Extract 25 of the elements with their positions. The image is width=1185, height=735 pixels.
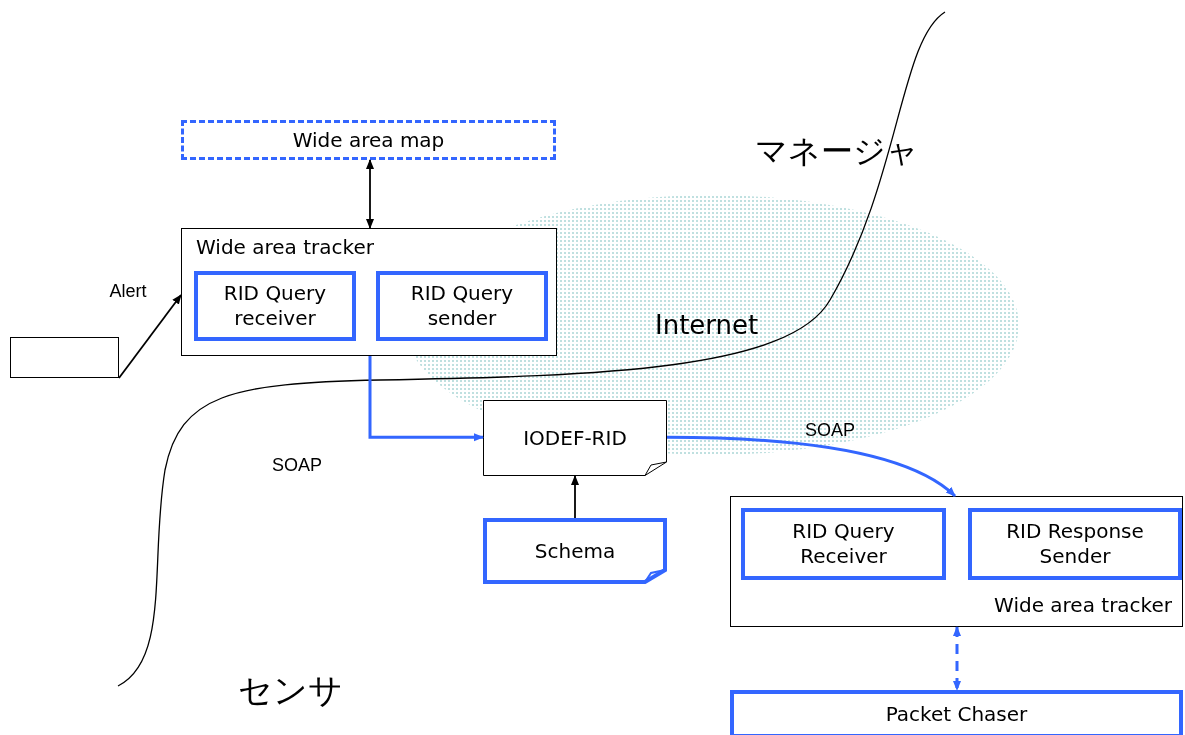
module-box: RID Response Sender xyxy=(968,508,1182,580)
arrow xyxy=(118,294,182,379)
arrow xyxy=(571,475,579,519)
network-label: Internet xyxy=(655,310,759,340)
module-box: RID Query Receiver xyxy=(741,508,946,580)
area-label: マネージャ xyxy=(755,131,919,172)
arrow xyxy=(366,159,374,229)
tracker-box xyxy=(730,496,1183,627)
module-box: RID Query sender xyxy=(376,271,548,341)
document-box: IODEF-RID xyxy=(483,400,667,476)
arrow xyxy=(667,435,956,498)
module-box: RID Query receiver xyxy=(194,271,356,341)
area-label: センサ xyxy=(238,669,343,712)
arrow xyxy=(368,356,484,442)
tracker-box xyxy=(181,228,557,356)
box-title: Wide area tracker xyxy=(196,235,374,260)
edge-label: SOAP xyxy=(805,420,855,441)
tool-box: Packet Chaser xyxy=(730,690,1183,735)
protocol-label: SOAP xyxy=(272,455,323,476)
sensor-box xyxy=(10,337,119,378)
edge-label: Alert xyxy=(109,281,147,302)
map-box: Wide area map xyxy=(181,120,556,160)
document-box: Schema xyxy=(483,518,667,584)
box-title: Wide area tracker xyxy=(994,593,1172,618)
arrow xyxy=(953,626,961,691)
